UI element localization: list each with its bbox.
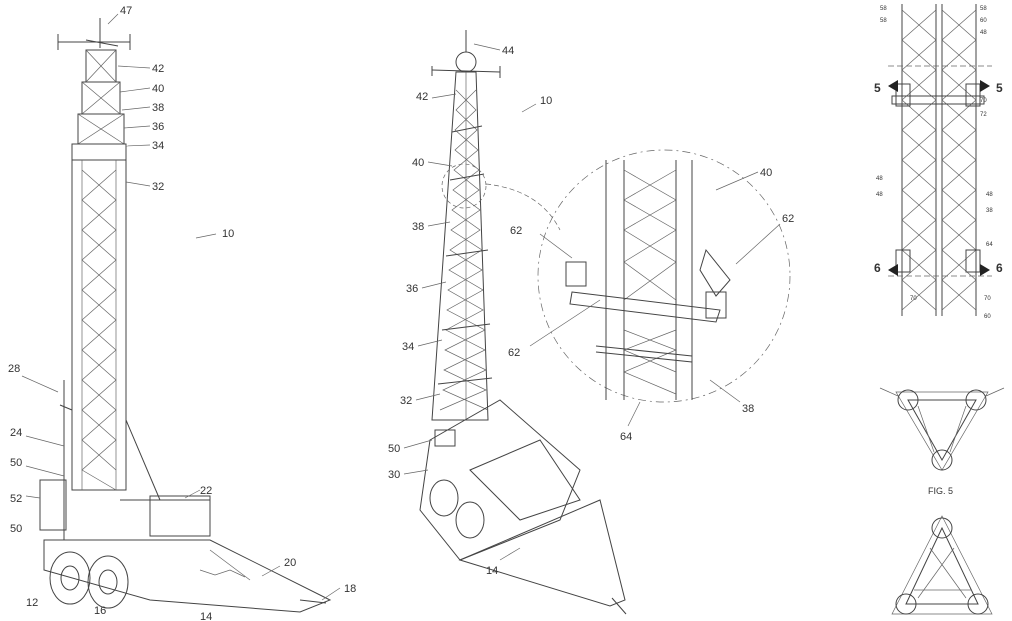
label-34: 34 xyxy=(152,140,164,152)
label-40: 40 xyxy=(412,157,424,169)
label-12: 12 xyxy=(26,597,38,609)
label-60b: 60 xyxy=(984,314,991,320)
section-marker-5-right: 5 xyxy=(996,81,1003,95)
label-62-small: 72 xyxy=(980,112,987,118)
label-40: 40 xyxy=(760,167,772,179)
label-58-right: 58 xyxy=(980,6,987,12)
label-64: 64 xyxy=(620,431,632,443)
label-62a: 62 xyxy=(510,225,522,237)
label-60: 60 xyxy=(980,18,987,24)
label-64: 64 xyxy=(986,242,993,248)
label-50a: 50 xyxy=(10,457,22,469)
trailer-body xyxy=(419,399,627,615)
label-58a: 58 xyxy=(880,6,887,12)
figure-5-cross-section: FIG. 5 xyxy=(879,387,1005,496)
mast-lower-section xyxy=(71,143,127,491)
figure-5-caption: FIG. 5 xyxy=(928,486,953,496)
section-marker-6-right: 6 xyxy=(996,261,1003,275)
label-10: 10 xyxy=(222,228,234,240)
label-42: 42 xyxy=(416,91,428,103)
section-marker-6-left: 6 xyxy=(874,261,881,275)
lattice-tower xyxy=(431,71,493,421)
label-48-top: 48 xyxy=(980,30,987,36)
antenna-array xyxy=(57,18,131,50)
label-48-right: 48 xyxy=(986,192,993,198)
label-70c: 70 xyxy=(984,296,991,302)
detail-callout-circle xyxy=(441,163,487,209)
label-16: 16 xyxy=(94,605,106,617)
label-48c: 48 xyxy=(876,192,883,198)
label-38a: 38 xyxy=(986,208,993,214)
label-30: 30 xyxy=(388,469,400,481)
label-44: 44 xyxy=(502,45,514,57)
label-10: 10 xyxy=(540,95,552,107)
label-40: 40 xyxy=(152,83,164,95)
label-70a: 70 xyxy=(980,98,987,104)
label-52: 52 xyxy=(10,493,22,505)
label-34: 34 xyxy=(402,341,414,353)
label-62b: 62 xyxy=(782,213,794,225)
label-36: 36 xyxy=(406,283,418,295)
label-58b: 58 xyxy=(880,18,887,24)
label-18: 18 xyxy=(344,583,356,595)
label-20: 20 xyxy=(284,557,296,569)
figure-2-perspective-mast: 44 42 10 40 38 36 34 32 50 30 14 xyxy=(388,30,627,615)
trailer xyxy=(43,539,332,613)
label-32: 32 xyxy=(400,395,412,407)
support-frame xyxy=(39,380,211,540)
label-14: 14 xyxy=(486,565,498,577)
label-14: 14 xyxy=(200,611,212,621)
label-48b: 48 xyxy=(876,176,883,182)
label-42: 42 xyxy=(152,63,164,75)
label-38: 38 xyxy=(152,102,164,114)
label-38: 38 xyxy=(742,403,754,415)
label-62c: 62 xyxy=(508,347,520,359)
figure-6-cross-section xyxy=(891,515,993,615)
label-36: 36 xyxy=(152,121,164,133)
label-22: 22 xyxy=(200,485,212,497)
label-50b: 50 xyxy=(10,523,22,535)
label-24: 24 xyxy=(10,427,22,439)
label-70b: 70 xyxy=(910,296,917,302)
label-28: 28 xyxy=(8,363,20,375)
top-antenna xyxy=(431,30,501,78)
section-marker-5-left: 5 xyxy=(874,81,881,95)
detail-view-connector: 40 62 62 62 38 64 xyxy=(508,149,794,443)
mast-upper-sections xyxy=(77,49,125,145)
label-47: 47 xyxy=(120,5,132,17)
label-38: 38 xyxy=(412,221,424,233)
figure-4-section-view: 5 5 6 6 58 58 58 60 48 70 72 48 48 48 38… xyxy=(874,4,1003,320)
figure-1-trailer-mast: 47 42 40 38 36 34 32 10 28 24 50 52 50 2… xyxy=(8,5,356,621)
label-32: 32 xyxy=(152,181,164,193)
label-50: 50 xyxy=(388,443,400,455)
